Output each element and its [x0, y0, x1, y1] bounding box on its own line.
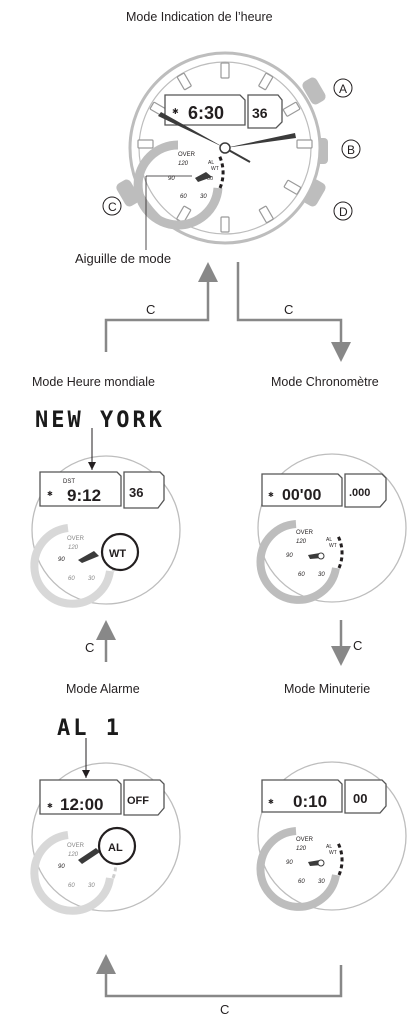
title-world-time: Mode Heure mondiale [32, 375, 155, 389]
dial-al: AL [208, 160, 214, 166]
wt-indicator: WT [109, 548, 126, 560]
svg-text:✱: ✱ [268, 798, 274, 806]
svg-text:✱: ✱ [268, 491, 274, 499]
svg-text:90: 90 [286, 553, 293, 559]
svg-text:90: 90 [286, 860, 293, 866]
timer-seconds: 00 [353, 791, 367, 806]
arrow-label-c-right: C [284, 302, 293, 317]
arrows-top [104, 262, 351, 362]
svg-text:AL: AL [326, 844, 332, 850]
svg-text:OVER: OVER [67, 536, 85, 542]
svg-text:60: 60 [298, 879, 305, 885]
svg-text:120: 120 [68, 545, 79, 551]
svg-text:WT: WT [329, 543, 337, 549]
arrow-label-c-left: C [146, 302, 155, 317]
label-b: B [347, 143, 355, 157]
svg-text:120: 120 [296, 539, 307, 545]
dial-60: 60 [180, 194, 187, 200]
svg-text:30: 30 [318, 572, 325, 578]
svg-text:120: 120 [296, 846, 307, 852]
arrows-middle [96, 620, 351, 666]
svg-text:AL: AL [326, 537, 332, 543]
button-c[interactable] [115, 178, 142, 209]
svg-text:60: 60 [68, 576, 75, 582]
svg-text:30: 30 [318, 879, 325, 885]
label-d: D [339, 205, 348, 219]
svg-text:WT: WT [329, 850, 337, 856]
watch-stopwatch: ✱ 00'00 .000 OVER 120 90 60 30 AL WT [256, 453, 407, 604]
arrow-label-c-wt: C [85, 640, 94, 655]
watch-world-time: DST ✱ 9:12 36 OVER 120 90 60 30 WT [30, 428, 181, 608]
arrow-label-c-sw: C [353, 638, 362, 653]
svg-text:90: 90 [58, 864, 65, 870]
svg-text:120: 120 [68, 852, 79, 858]
dial-90: 90 [168, 176, 175, 182]
dial-30: 30 [200, 194, 207, 200]
al-highlight [97, 826, 137, 866]
title-timer: Mode Minuterie [284, 682, 371, 696]
timer-time: 0:10 [293, 792, 327, 811]
time-display: 6:30 [188, 103, 224, 123]
al-indicator: AL [108, 842, 123, 854]
svg-text:✱: ✱ [47, 802, 53, 810]
dst-label: DST [63, 479, 75, 485]
stopwatch-fraction: .000 [349, 487, 370, 499]
svg-text:90: 90 [58, 557, 65, 563]
mode-hand-al [78, 848, 100, 864]
alarm-time: 12:00 [60, 795, 103, 814]
label-a: A [339, 82, 347, 96]
world-time-display: 9:12 [67, 486, 101, 505]
title-stopwatch: Mode Chronomètre [271, 375, 379, 389]
svg-text:OVER: OVER [67, 843, 85, 849]
world-time-city: NEW YORK [35, 408, 165, 433]
dial-00: 00 [207, 176, 213, 182]
svg-text:30: 30 [88, 576, 95, 582]
wt-highlight [100, 532, 140, 572]
svg-text:✱: ✱ [172, 107, 179, 116]
button-a[interactable] [301, 76, 328, 107]
dial-120: 120 [178, 161, 189, 167]
hand-label: Aiguille de mode [75, 251, 172, 266]
svg-text:60: 60 [298, 572, 305, 578]
world-time-seconds: 36 [129, 485, 143, 500]
svg-text:OVER: OVER [296, 530, 314, 536]
mode-hand [195, 172, 212, 182]
title-alarm: Mode Alarme [66, 682, 140, 696]
dial-over: OVER [178, 152, 196, 158]
label-c: C [108, 200, 117, 214]
arrow-bottom [96, 954, 343, 998]
dial-wt: WT [211, 166, 219, 172]
svg-text:60: 60 [68, 883, 75, 889]
watch-timekeeping: ✱ 6:30 36 OVER 120 90 60 30 00 AL WT A B… [102, 51, 361, 250]
button-d[interactable] [301, 178, 328, 209]
title-timekeeping: Mode Indication de l’heure [126, 10, 273, 24]
stopwatch-time: 00'00 [282, 487, 322, 504]
svg-text:OVER: OVER [296, 837, 314, 843]
alarm-name: AL 1 [57, 716, 122, 741]
mode-hand-wt [78, 551, 99, 563]
watch-timer: ✱ 0:10 00 OVER 120 90 60 30 AL WT [256, 761, 407, 911]
watch-alarm: ✱ 12:00 OFF OVER 120 90 60 30 AL [30, 738, 181, 915]
alarm-status: OFF [127, 795, 149, 807]
svg-text:✱: ✱ [47, 490, 53, 498]
seconds-display: 36 [252, 105, 268, 121]
arrow-label-c-bottom: C [220, 1002, 229, 1017]
svg-text:30: 30 [88, 883, 95, 889]
